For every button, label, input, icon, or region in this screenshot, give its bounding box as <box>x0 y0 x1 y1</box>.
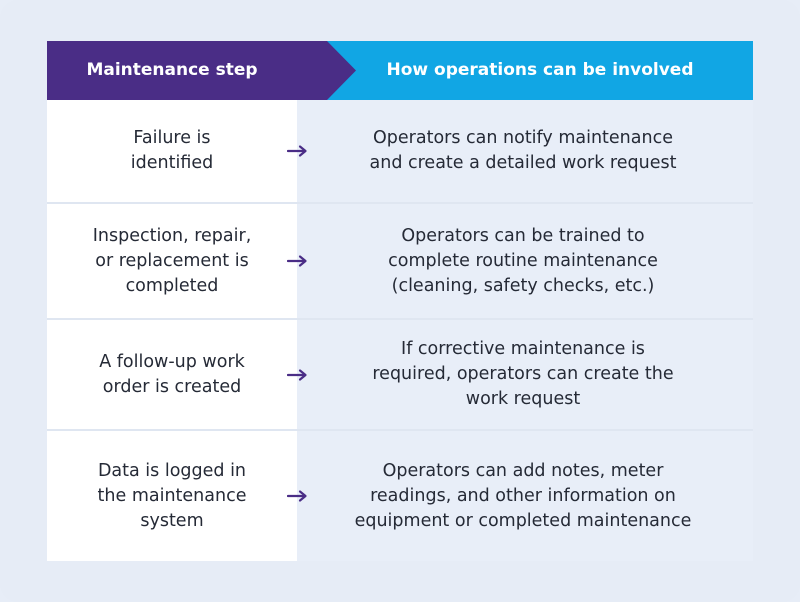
step-cell: Data is logged in the maintenance system <box>97 460 247 531</box>
step-column-bg <box>47 100 297 561</box>
step-cell: Inspection, repair, or replacement is co… <box>92 225 252 296</box>
header-operations-involvement: How operations can be involved <box>386 60 694 80</box>
header-chevron-shape <box>297 41 356 100</box>
maintenance-table: Maintenance step How operations can be i… <box>47 41 753 561</box>
operations-cell: Operators can add notes, meter readings,… <box>354 460 692 531</box>
operations-cell: If corrective maintenance is required, o… <box>372 339 674 409</box>
header-left-bg <box>47 41 327 100</box>
table-row: Failure is identified Operators can noti… <box>47 100 753 202</box>
header-maintenance-step: Maintenance step <box>86 60 258 80</box>
row-divider <box>47 318 753 320</box>
row-divider <box>47 429 753 431</box>
arrow-right-icon <box>287 368 307 381</box>
arrow-right-icon <box>287 490 307 502</box>
step-cell: Failure is identified <box>130 128 214 173</box>
operations-column-bg <box>297 100 753 561</box>
table-header: Maintenance step How operations can be i… <box>47 41 753 100</box>
table-row: Inspection, repair, or replacement is co… <box>47 204 753 318</box>
operations-cell: Operators can be trained to complete rou… <box>388 225 658 296</box>
arrow-right-icon <box>287 145 307 157</box>
operations-cell: Operators can notify maintenance and cre… <box>369 128 677 173</box>
table-row: A follow-up work order is created If cor… <box>47 320 753 429</box>
arrow-right-icon <box>287 255 307 267</box>
table-row: Data is logged in the maintenance system… <box>47 431 753 561</box>
step-cell: A follow-up work order is created <box>99 351 245 397</box>
row-divider <box>47 202 753 204</box>
